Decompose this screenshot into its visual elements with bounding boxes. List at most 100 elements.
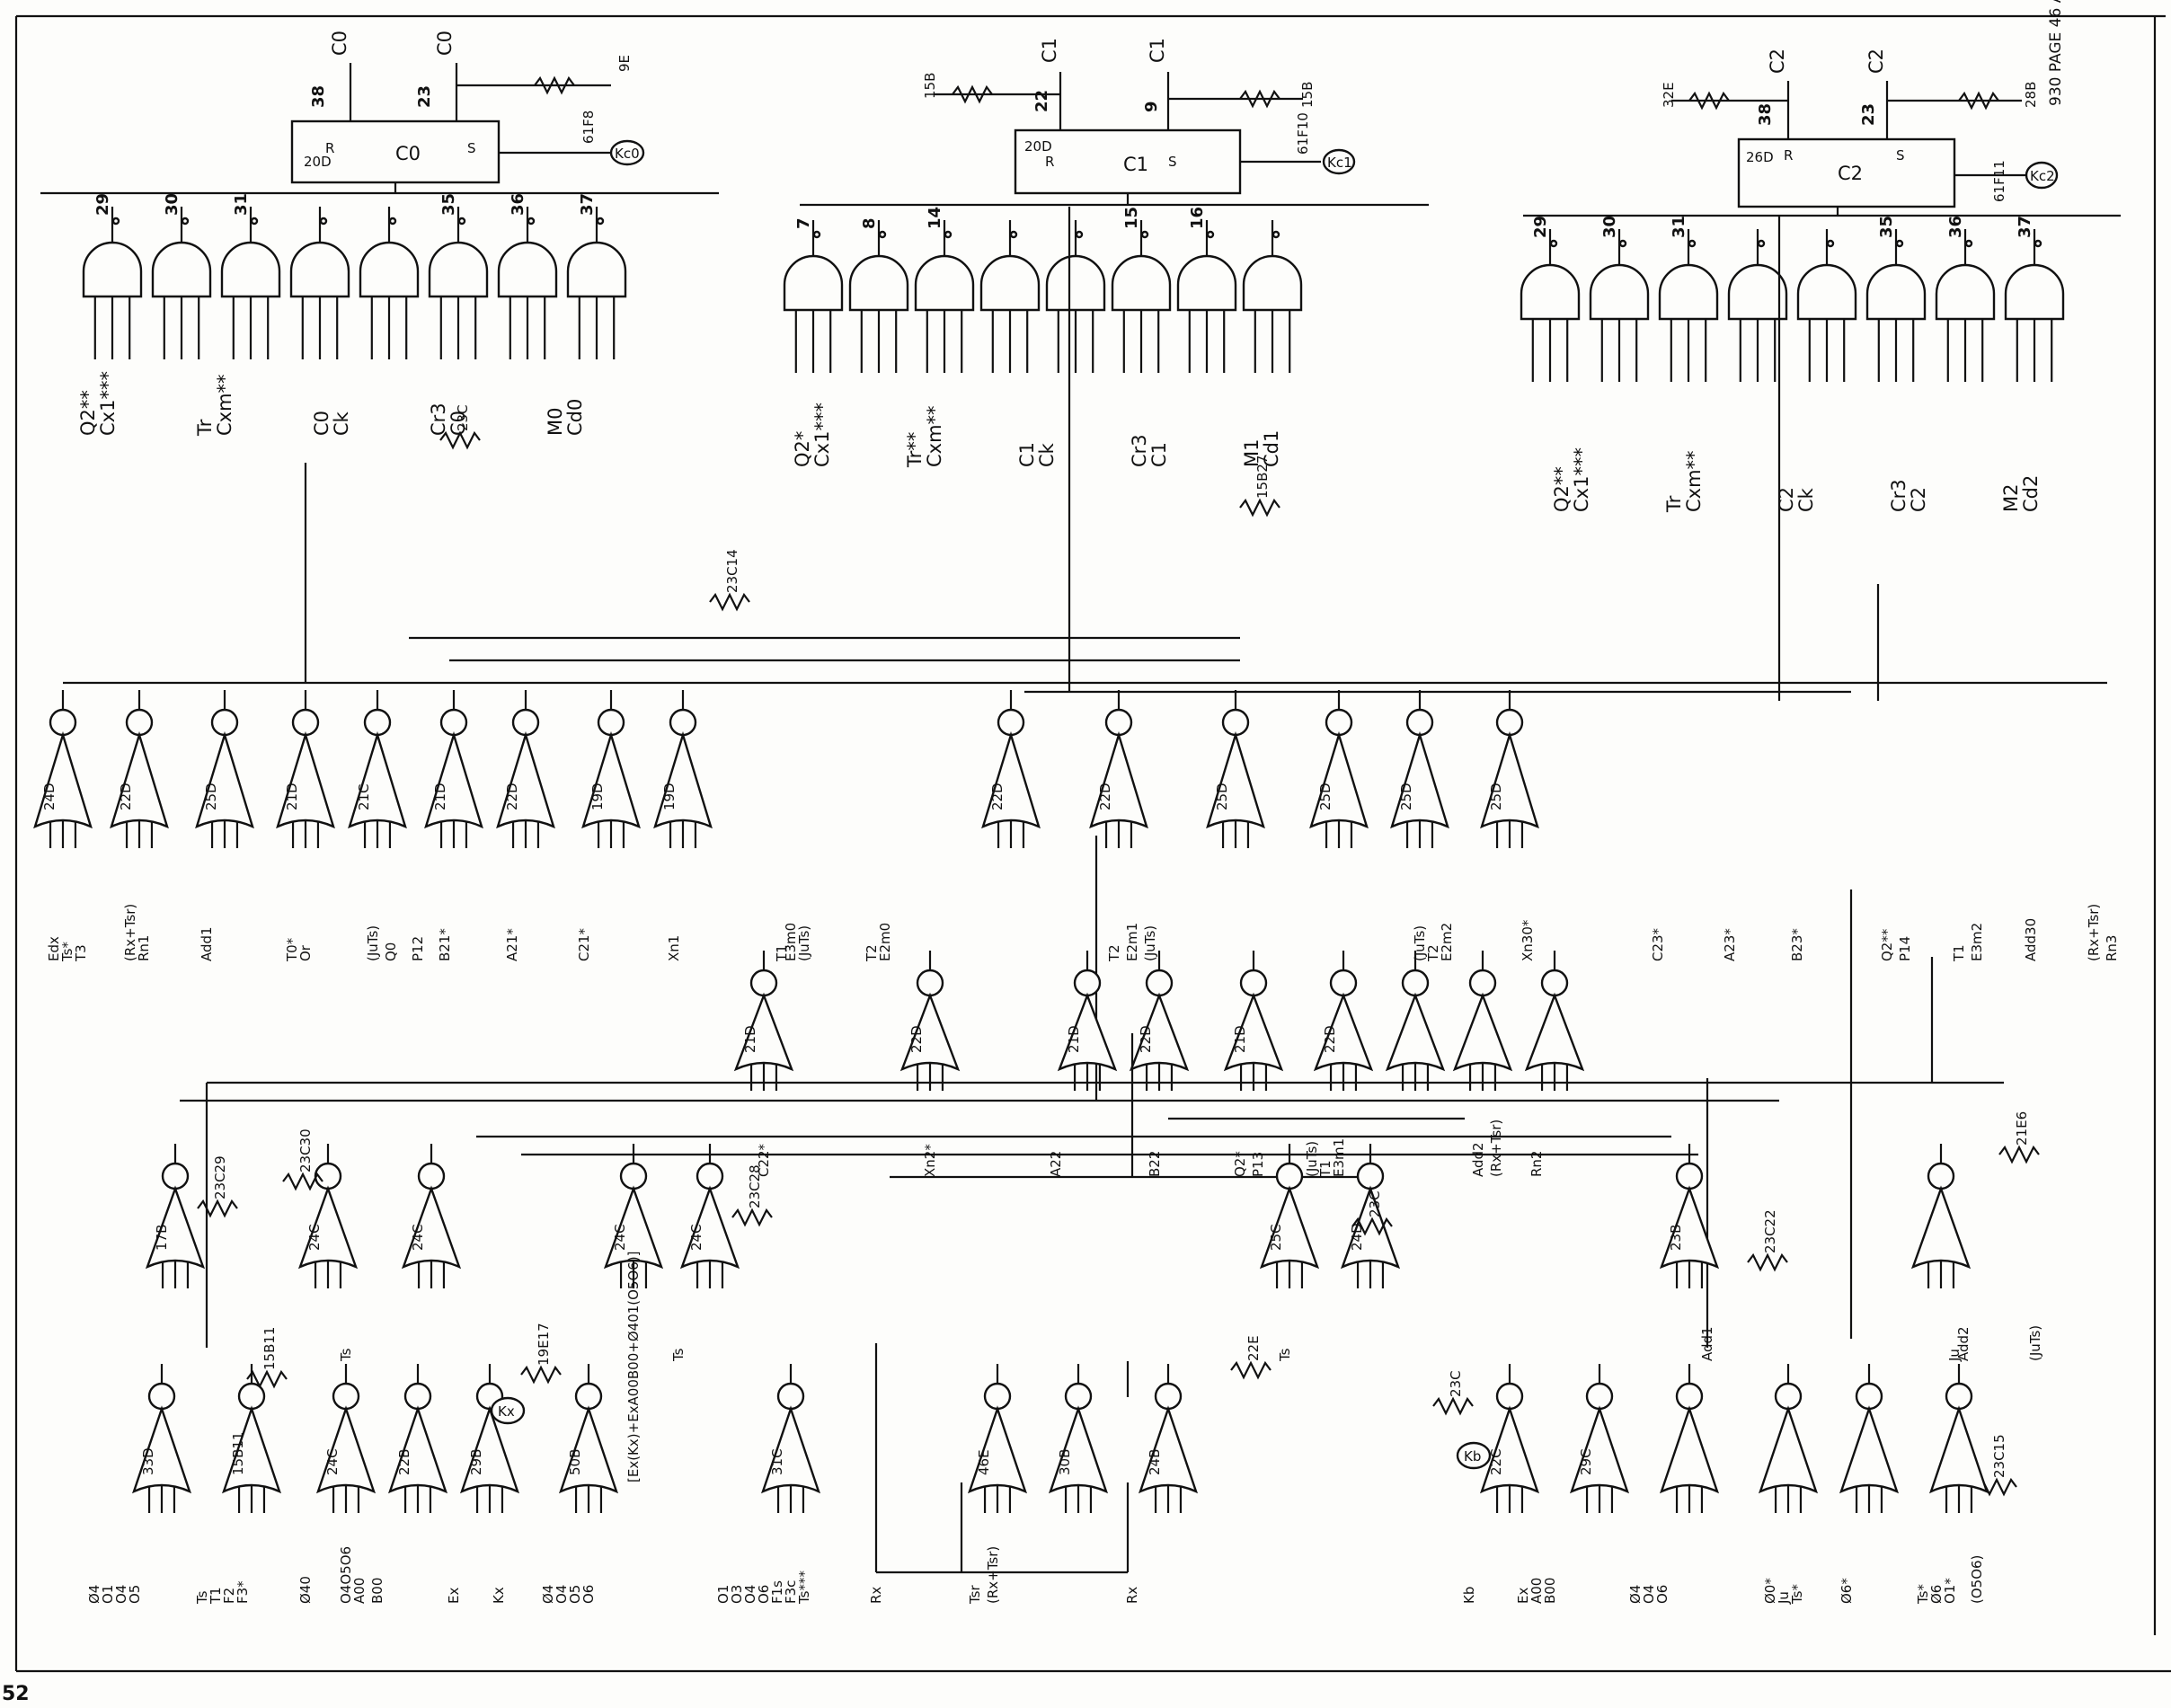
signal-label: C22* [756,1143,772,1177]
c0-chip-label: 20D [304,154,332,170]
or-gate [1452,992,1513,1072]
c1-name: C1 [1123,154,1148,175]
and-gate [1796,263,1857,321]
signal-label: T2 [1106,944,1122,962]
output-pin [1895,239,1904,248]
inverter-bubble [1275,1162,1304,1190]
signal-label: T3 [73,944,89,962]
inverter-bubble [1927,1162,1955,1190]
and-gate [1589,263,1650,321]
bus-lines [63,207,2107,1574]
page-number: 52 [2,1683,30,1705]
signal-label: Tr [1663,495,1685,513]
or-gate [297,1185,359,1270]
signal-label: B23* [1789,928,1805,961]
or-gate [145,1185,206,1270]
page-reference: 930 PAGE 46 A [2047,0,2065,106]
or-gate [981,730,1041,829]
signal-label: M2 [2000,484,2022,512]
gate-chip-label: 22C [1488,1448,1504,1475]
gate-chip-label: 24C [688,1224,704,1251]
or-gate [1390,730,1449,829]
signal-label: Ts* [59,942,75,962]
gate-chip-label: 15B11 [230,1432,246,1475]
and-gate [428,241,489,298]
signal-label: P12 [410,936,426,961]
gate-chip-label: 33D [140,1447,156,1475]
gate-chip-label: 50B [567,1449,583,1475]
resistor-symbol [731,1208,773,1227]
flipflop-c0: 20D R C0 S 38 23 C0 C0 Kc0 61F8 9E [40,31,719,195]
gate-pin-label: 36 [509,193,527,216]
signal-label: M0 [545,408,566,436]
signal-label: O6 [1654,1585,1670,1604]
signal-label: E2m0 [877,923,893,961]
signal-label: Add1 [1699,1326,1715,1361]
c0-pin-23: 23 [415,85,434,108]
signal-label: (Rx+Tsr) [2086,904,2102,961]
kx-tag: Kx [498,1403,515,1420]
inverter-bubble [1585,1382,1614,1411]
signal-label: Add1 [199,926,215,961]
inverter-bubble [1468,969,1497,997]
inverter-bubble [1675,1382,1704,1411]
inverter-bubble [983,1382,1012,1411]
signal-label: C0 [447,411,469,436]
output-pin [812,230,821,239]
inverter-bubble [49,708,77,737]
c2-r-label: R [1784,147,1793,164]
gate-chip-label: 24C [324,1448,341,1475]
and-gate [979,254,1041,312]
inverter-bubble [619,1162,648,1190]
signal-label: (Rx+Tsr) [985,1546,1001,1604]
signal-label: Ts [338,1348,354,1362]
signal-label: Ø0* [1762,1578,1778,1604]
and-gate [82,241,143,298]
flipflop-c1: 20D R C1 S 22 9 C1 C1 Kc1 61F10 15B 15B [800,38,1429,207]
resistor-label: 15B27 [1254,456,1271,499]
inverter-bubble [1540,969,1569,997]
signal-label: B00 [1542,1578,1558,1604]
or-gate [1048,1405,1109,1494]
inverter-bubble [1239,969,1268,997]
signal-label: Ø4 [86,1585,102,1604]
gate-pin-label: 16 [1188,207,1207,229]
gate-pin-label: 35 [439,193,458,216]
c2-name: C2 [1838,163,1863,184]
signal-label: M1 [1241,439,1263,467]
and-gate [566,241,627,298]
signal-label: Ex [446,1588,462,1604]
or-gate [760,1405,821,1494]
signal-label: T2 [864,944,880,962]
c0-r-label: R [325,140,334,156]
signal-label: Tr** [904,432,926,468]
gate-chip-label: 21D [1232,1025,1248,1053]
output-pin [319,217,328,226]
inverter-bubble [1221,708,1250,737]
gate-pin-label: 7 [794,217,813,229]
inverter-bubble [1325,708,1353,737]
c2-res-32e: 32E [1661,82,1677,108]
signal-label: Ts* [1789,1584,1805,1605]
signal-label: Ju [1946,1349,1963,1362]
signal-label: Q0 [383,942,399,961]
and-gate [1045,254,1106,312]
signal-label: Ts [194,1590,210,1605]
signal-label: Ts* [1915,1584,1931,1605]
signal-label: O6 [580,1585,597,1604]
signal-label: Kb [1461,1587,1477,1604]
or-gate [33,730,93,829]
or-gate [401,1185,462,1270]
gate-pin-label: 30 [163,193,182,216]
signal-label: Rn2 [1529,1151,1545,1177]
signal-label: Or [297,944,314,961]
c1-chip-label: 20D [1024,138,1052,155]
gate-chip-label: 25D [1317,783,1334,810]
gate-chip-label: 22D [504,783,520,810]
or-gate [1839,1405,1900,1494]
signal-label: (JuTs) [1304,1141,1320,1177]
and-gate [1865,263,1927,321]
signal-label: A21* [504,928,520,961]
signal-label: T1 [774,944,790,962]
